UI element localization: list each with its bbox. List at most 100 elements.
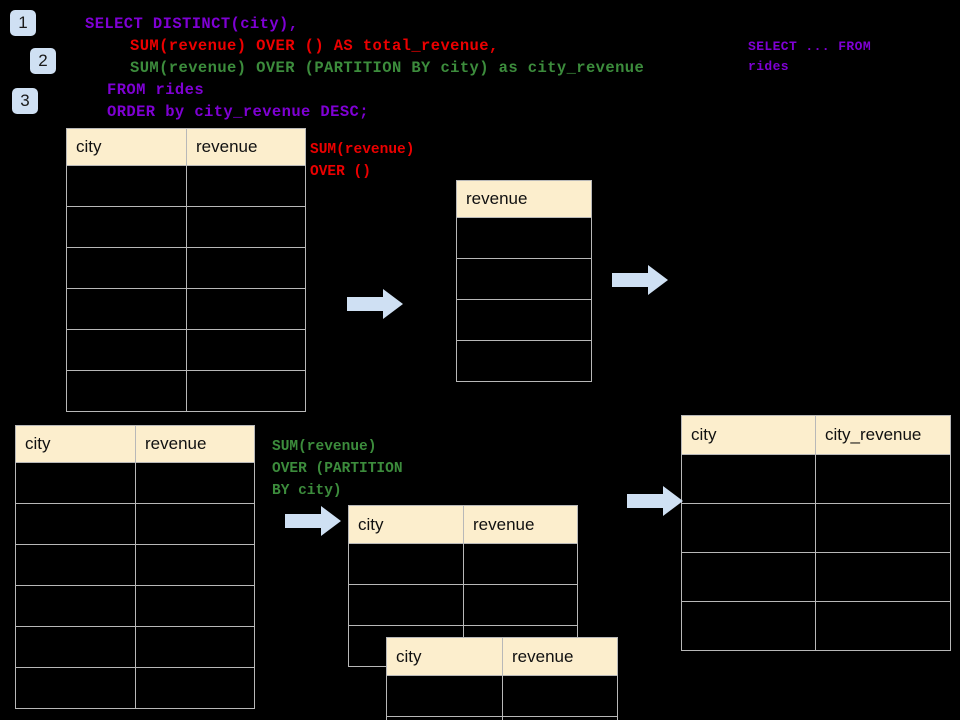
column-header-city: city [15,425,136,463]
table-cell-city [15,667,136,709]
table-row [456,258,592,300]
column-header-revenue: revenue [135,425,255,463]
sql-side-note: SELECT ... FROM rides [748,39,872,74]
table-cell-city [348,543,464,585]
arrow-partition-to-result [627,485,684,517]
table-cell-city [15,462,136,504]
table-cell-revenue [186,206,306,248]
table-row [456,217,592,259]
table-row [348,543,578,585]
total-revenue-table: revenue [456,180,592,382]
table-cell-city [15,585,136,627]
table-row [456,299,592,341]
table-cell-revenue [186,288,306,330]
table-row [386,675,618,717]
table-row [15,626,255,668]
table-cell-city_revenue [815,552,951,602]
table-cell-city [681,552,816,602]
table-cell-revenue [456,340,592,382]
column-header-city: city [386,637,503,676]
table-cell-revenue [456,258,592,300]
table-cell-revenue [502,716,618,720]
table-cell-revenue [186,165,306,207]
arrow-source-to-total [347,288,404,320]
sql-line-5: ORDER by city_revenue DESC; [107,103,369,121]
table-row [15,462,255,504]
table-cell-city_revenue [815,503,951,553]
table-row [681,552,951,602]
table-row [456,340,592,382]
table-row [15,503,255,545]
table-cell-revenue [456,217,592,259]
table-cell-revenue [186,370,306,412]
table-row [386,716,618,720]
column-header-city: city [681,415,816,455]
table-cell-revenue [456,299,592,341]
table-row [66,165,306,207]
table-header-row: revenue [456,180,592,218]
step-badge-1: 1 [10,10,36,36]
table-cell-revenue [463,584,578,626]
table-cell-city [386,716,503,720]
arrow-source-to-partition [285,505,342,537]
table-cell-city [66,329,187,371]
column-header-city_revenue: city_revenue [815,415,951,455]
table-row [681,503,951,553]
table-row [15,544,255,586]
sql-line-4: FROM rides [107,81,205,99]
table-cell-city [348,584,464,626]
table-cell-revenue [135,585,255,627]
table-cell-city [66,247,187,289]
table-cell-revenue [463,543,578,585]
table-cell-revenue [135,667,255,709]
table-cell-city [681,601,816,651]
table-row [66,288,306,330]
column-header-city: city [66,128,187,166]
table-row [15,667,255,709]
sql-line-1: SELECT DISTINCT(city), [85,15,299,33]
table-cell-city [15,626,136,668]
sql-line-2: SUM(revenue) OVER () AS total_revenue, [130,37,499,55]
table-cell-revenue [135,544,255,586]
table-row [15,585,255,627]
table-cell-city [15,503,136,545]
annotation-2: SUM(revenue) OVER (PARTITION BY city) [272,439,403,499]
table-cell-city_revenue [815,454,951,504]
table-cell-revenue [502,675,618,717]
table-cell-revenue [135,626,255,668]
step-badge-3: 3 [12,88,38,114]
table-cell-city [681,454,816,504]
column-header-revenue: revenue [456,180,592,218]
table-row [66,247,306,289]
table-cell-city_revenue [815,601,951,651]
table-row [66,206,306,248]
arrow-total-to-result [612,264,669,296]
table-cell-city [681,503,816,553]
sql-line-3: SUM(revenue) OVER (PARTITION BY city) as… [130,59,645,77]
table-row [681,601,951,651]
table-cell-city [15,544,136,586]
table-row [681,454,951,504]
table-cell-revenue [135,503,255,545]
table-row [66,370,306,412]
table-cell-city [66,288,187,330]
table-cell-city [386,675,503,717]
annotation-1: SUM(revenue) OVER () [310,142,415,180]
table-cell-city [66,165,187,207]
table-cell-revenue [186,329,306,371]
table-cell-revenue [135,462,255,504]
column-header-city: city [348,505,464,544]
table-cell-city [66,370,187,412]
table-cell-revenue [186,247,306,289]
column-header-revenue: revenue [463,505,578,544]
table-row [348,584,578,626]
